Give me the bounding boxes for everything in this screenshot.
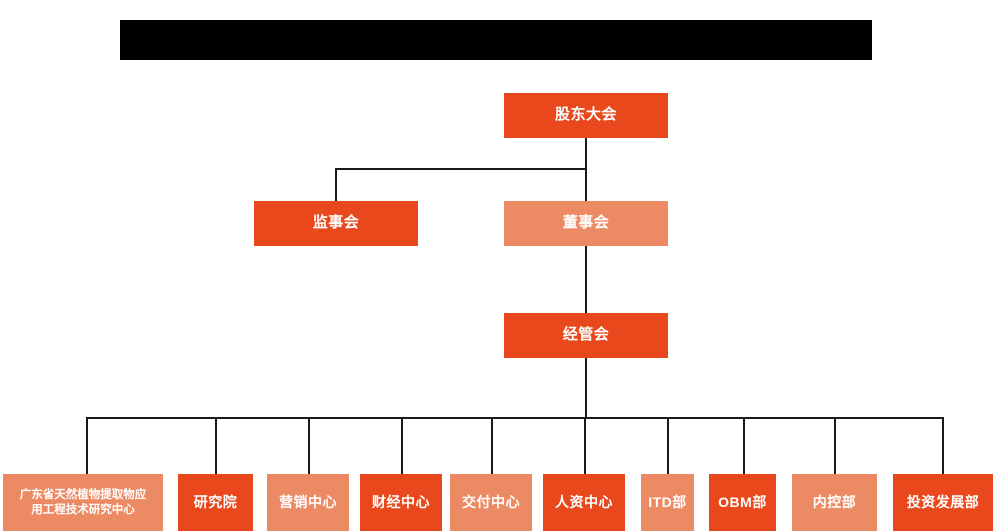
node-finance-center-label: 财经中心 <box>372 493 430 510</box>
connector-drop-research-institute <box>215 417 217 474</box>
node-research-institute[interactable]: 研究院 <box>178 474 253 531</box>
node-shareholders[interactable]: 股东大会 <box>504 93 668 138</box>
node-hr-center[interactable]: 人资中心 <box>543 474 625 531</box>
connector-shareholders-down <box>585 138 587 169</box>
node-management-committee[interactable]: 经管会 <box>504 313 668 358</box>
node-obm-dept-label: OBM部 <box>718 493 767 510</box>
node-management-committee-label: 经管会 <box>562 326 610 344</box>
node-itd-dept-label: ITD部 <box>648 493 687 510</box>
node-directors-label: 董事会 <box>562 214 610 232</box>
connector-mgmt-to-bus <box>585 358 587 418</box>
node-investment-development-dept-label: 投资发展部 <box>906 493 980 510</box>
node-supervisors-label: 监事会 <box>312 214 360 232</box>
redacted-title-banner <box>120 20 872 60</box>
connector-departments-bus <box>86 417 944 419</box>
node-delivery-center[interactable]: 交付中心 <box>450 474 532 531</box>
node-marketing-center[interactable]: 营销中心 <box>267 474 349 531</box>
node-supervisors[interactable]: 监事会 <box>254 201 418 246</box>
connector-directors-drop <box>585 168 587 201</box>
node-delivery-center-label: 交付中心 <box>462 493 520 510</box>
connector-drop-hr-center <box>584 417 586 474</box>
connector-drop-internal-control-dept <box>834 417 836 474</box>
node-internal-control-dept[interactable]: 内控部 <box>792 474 877 531</box>
connector-drop-investment-development-dept <box>942 417 944 474</box>
connector-drop-itd-dept <box>667 417 669 474</box>
node-hr-center-label: 人资中心 <box>555 493 613 510</box>
node-internal-control-dept-label: 内控部 <box>812 493 857 510</box>
node-shareholders-label: 股东大会 <box>554 106 617 124</box>
node-marketing-center-label: 营销中心 <box>279 493 337 510</box>
node-research-institute-label: 研究院 <box>193 493 238 510</box>
node-directors[interactable]: 董事会 <box>504 201 668 246</box>
connector-drop-obm-dept <box>743 417 745 474</box>
connector-drop-marketing-center <box>308 417 310 474</box>
node-gd-research-center[interactable]: 广东省天然植物提取物应 用工程技术研究中心 <box>3 474 163 531</box>
connector-drop-finance-center <box>401 417 403 474</box>
node-investment-development-dept[interactable]: 投资发展部 <box>893 474 993 531</box>
connector-supervisors-drop <box>335 168 337 201</box>
connector-directors-to-mgmt <box>585 246 587 313</box>
node-finance-center[interactable]: 财经中心 <box>360 474 442 531</box>
connector-level2-bus <box>335 168 587 170</box>
node-itd-dept[interactable]: ITD部 <box>641 474 694 531</box>
connector-drop-delivery-center <box>491 417 493 474</box>
connector-drop-gd-research-center <box>86 417 88 474</box>
node-gd-research-center-label: 广东省天然植物提取物应 用工程技术研究中心 <box>19 489 147 516</box>
node-obm-dept[interactable]: OBM部 <box>709 474 776 531</box>
